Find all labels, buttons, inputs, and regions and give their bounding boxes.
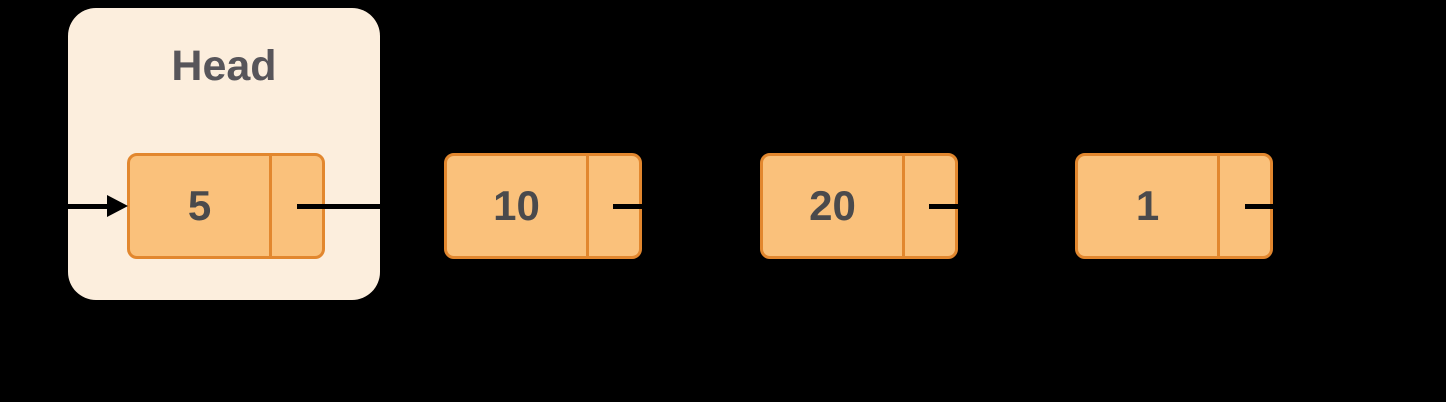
node-value: 20 [809,182,856,229]
pointer-line [929,204,959,209]
node-value: 1 [1135,182,1160,229]
node-pointer-cell [586,156,639,256]
list-node: 1 [1075,153,1273,259]
pointer-line [1245,204,1274,209]
node-pointer-cell [269,156,322,256]
list-node-head: 5 [127,153,325,259]
list-node: 10 [444,153,642,259]
head-arrow-line [68,204,108,209]
pointer-line [613,204,643,209]
pointer-line [297,204,381,209]
node-value: 10 [493,182,540,229]
arrowhead-icon [107,195,128,217]
node-pointer-cell [1217,156,1270,256]
head-label: Head [171,42,277,90]
node-value: 5 [187,182,212,229]
node-pointer-cell [902,156,955,256]
